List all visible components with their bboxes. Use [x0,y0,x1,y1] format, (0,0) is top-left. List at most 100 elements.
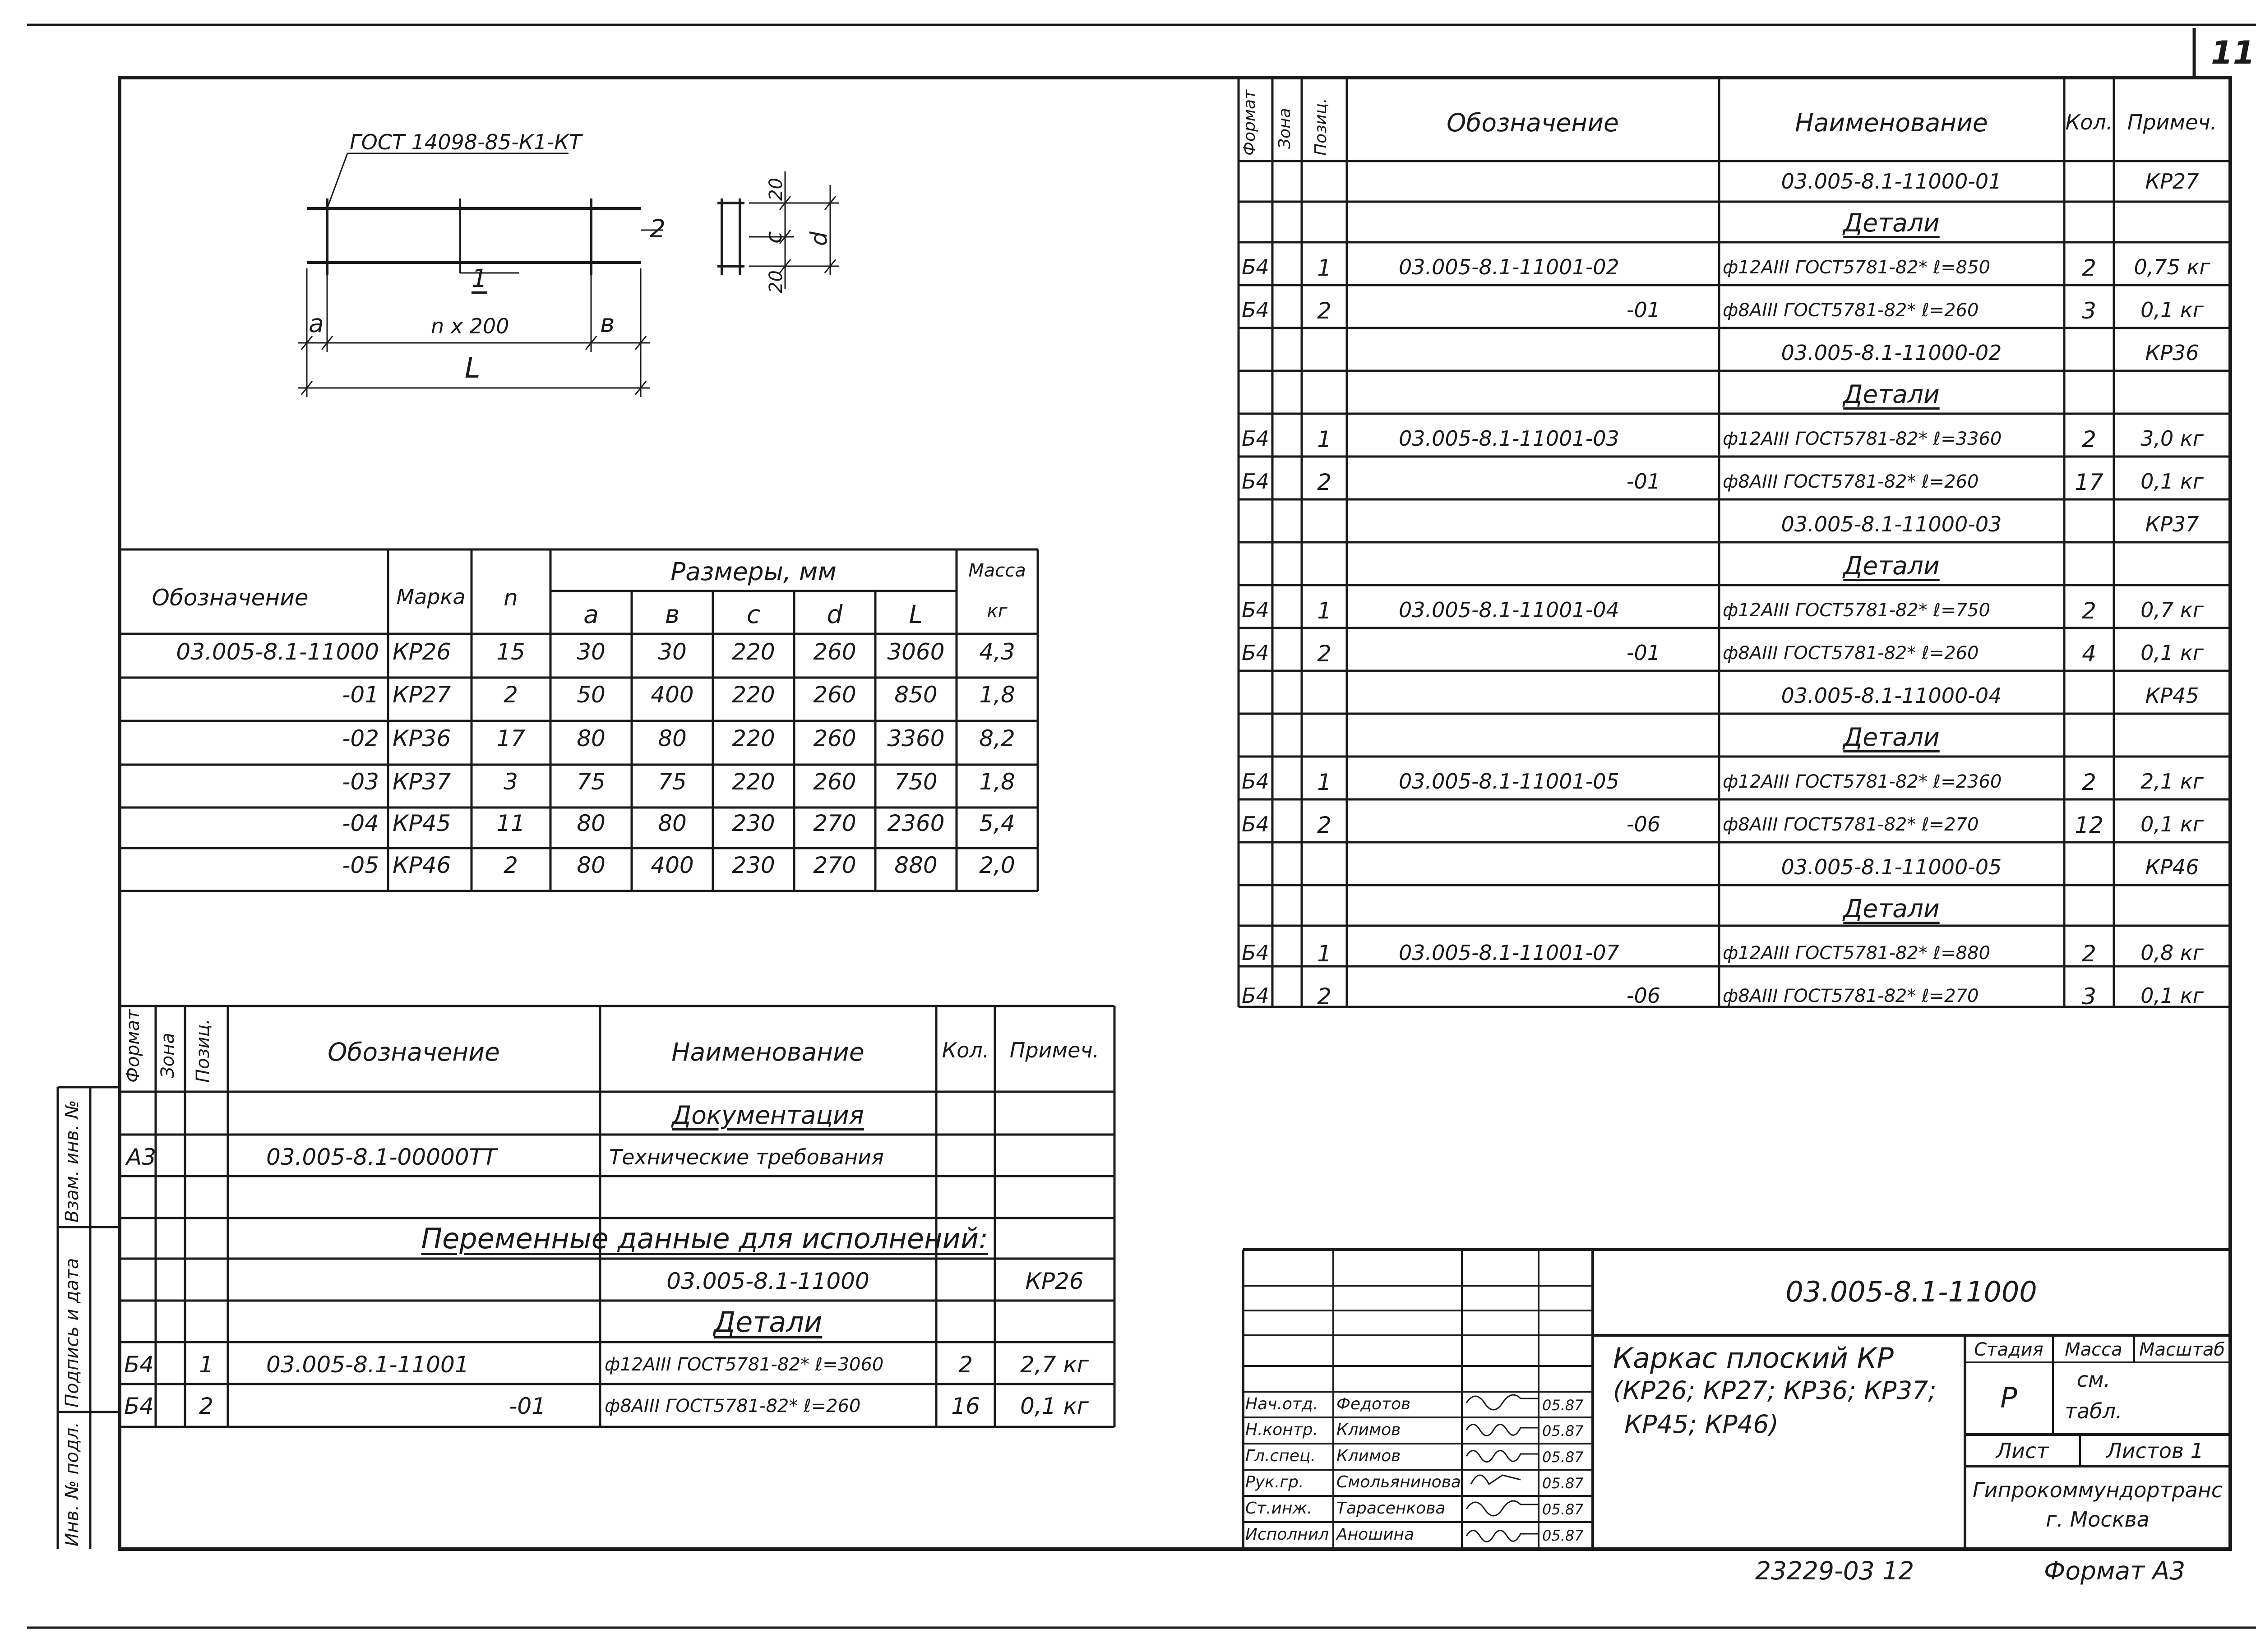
sketch-dim-top: 20 [766,178,786,201]
sl-header-pos: Позиц. [193,1019,213,1083]
sr-group-details: Детали [1843,208,1940,237]
vt-row-d: 260 [813,682,856,708]
tb-person-role: Ст.инж. [1245,1499,1313,1518]
vt-row-mass: 2,0 [979,852,1015,878]
tb-person-role: Гл.спец. [1245,1447,1316,1465]
sr-item-qty: 2 [2082,598,2096,624]
vt-row-b: 80 [658,725,687,752]
vt-row-n: 2 [504,852,518,878]
vt-row-c: 220 [732,639,775,665]
tb-name-line3: КР45; КР46) [1624,1410,1779,1439]
sl-tt-format: А3 [126,1144,157,1170]
sr-item-designation: -06 [1626,983,1660,1008]
sr-item-name: ф8АIII ГОСТ5781-82* ℓ=270 [1723,986,1979,1006]
vt-row-L: 750 [894,769,938,795]
tb-mass-value-2: табл. [2065,1399,2122,1423]
sketch-pitch-dim: n x 200 [431,314,509,338]
sl-header-name: Наименование [671,1038,864,1066]
sr-item-format: Б4 [1242,426,1269,451]
vt-row-n: 17 [496,725,525,752]
tb-person-name: Федотов [1336,1395,1411,1413]
sr-item-name: ф8АIII ГОСТ5781-82* ℓ=270 [1723,814,1979,835]
sr-item-pos: 2 [1317,812,1331,838]
tb-person-name: Смольянинова [1336,1473,1461,1491]
sr-group-designation: 03.005-8.1-11000-01 [1781,169,2002,194]
tb-sheets-label: Листов 1 [2106,1439,2204,1463]
vt-row-mass: 1,8 [979,682,1015,708]
sr-item-pos: 2 [1317,983,1331,1010]
vt-row-L: 2360 [887,810,945,836]
vt-row-mass: 4,3 [979,639,1015,665]
sr-group-designation: 03.005-8.1-11000-02 [1781,341,2002,365]
sr-item-qty: 2 [2082,255,2096,281]
tb-stage-value: Р [2000,1381,2017,1414]
vt-row-mass: 5,4 [979,810,1015,836]
sr-group-designation: 03.005-8.1-11000-04 [1781,683,2002,708]
sr-item-qty: 3 [2082,298,2096,324]
sr-item-qty: 17 [2075,469,2103,495]
vt-row-c: 230 [732,810,775,836]
vt-row-d: 260 [813,769,856,795]
tb-person-date: 05.87 [1542,1527,1584,1544]
tb-mass-label: Масса [2065,1339,2122,1360]
tb-name-line2: (КР26; КР27; КР36; КР37; [1613,1376,1937,1405]
vt-row-a: 80 [577,810,606,836]
vt-row-designation: -05 [342,852,379,878]
sr-item-name: ф8АIII ГОСТ5781-82* ℓ=260 [1723,471,1979,492]
vt-row-n: 2 [504,682,518,708]
vt-row-n: 15 [496,639,525,665]
tb-person-date: 05.87 [1542,1449,1584,1466]
tb-person-date: 05.87 [1542,1422,1584,1440]
sr-item-name: ф8АIII ГОСТ5781-82* ℓ=260 [1723,300,1979,321]
vt-row-mass: 8,2 [979,725,1015,752]
vt-row-c: 220 [732,682,775,708]
sr-item-format: Б4 [1242,469,1269,494]
sketch-pos1: 1 [472,264,487,293]
sr-item-designation: 03.005-8.1-11001-05 [1399,769,1619,794]
tb-person-date: 05.87 [1542,1397,1584,1414]
sr-item-qty: 2 [2082,941,2096,967]
sr-item-note: 0,1 кг [2140,298,2204,322]
sr-item-qty: 2 [2082,426,2096,452]
tb-mass-value-1: см. [2076,1367,2111,1392]
vt-row-mark: КР27 [393,682,451,708]
vt-row-L: 880 [894,852,938,878]
sketch-dim-c: c [761,231,787,244]
vt-row-mark: КР45 [393,810,451,836]
vt-header-col-c: c [746,600,761,629]
sketch-dim-b: в [600,309,615,338]
vt-header-col-a: a [583,600,599,629]
sr-item-designation: 03.005-8.1-11001-02 [1399,255,1619,279]
sr-item-note: 0,1 кг [2140,469,2204,494]
sr-item-qty: 2 [2082,769,2096,795]
sr-item-format: Б4 [1242,298,1269,322]
vt-row-a: 50 [577,682,606,708]
tb-person-role: Н.контр. [1245,1421,1318,1439]
sl-item-pos: 1 [199,1352,213,1378]
sr-item-format: Б4 [1242,255,1269,279]
sl-header-qty: Кол. [942,1038,989,1062]
vt-row-a: 75 [577,769,606,795]
sr-group-note: КР45 [2145,683,2199,708]
sl-tt-designation: 03.005-8.1-00000ТТ [266,1144,497,1170]
sr-item-designation: -06 [1626,812,1660,836]
sr-item-designation: -01 [1626,469,1660,494]
stamp-vzam: Взам. инв. № [62,1100,83,1223]
vt-header-mass: Масса [968,560,1026,581]
sketch-standard-ref: ГОСТ 14098-85-К1-КТ [350,130,582,154]
sr-item-format: Б4 [1242,812,1269,836]
vt-row-mark: КР46 [393,852,451,878]
sr-item-note: 0,1 кг [2140,983,2204,1008]
vt-row-designation: -02 [342,725,379,752]
sr-header-qty: Кол. [2065,110,2113,134]
vt-header-n: n [504,585,518,611]
sr-group-details: Детали [1843,551,1940,580]
vt-row-mark: КР26 [393,639,451,665]
sr-header-format: Формат [1240,89,1259,156]
sr-item-note: 3,0 кг [2140,426,2204,451]
vt-row-c: 230 [732,852,775,878]
vt-row-L: 850 [894,682,938,708]
vt-header-col-d: d [827,600,843,629]
